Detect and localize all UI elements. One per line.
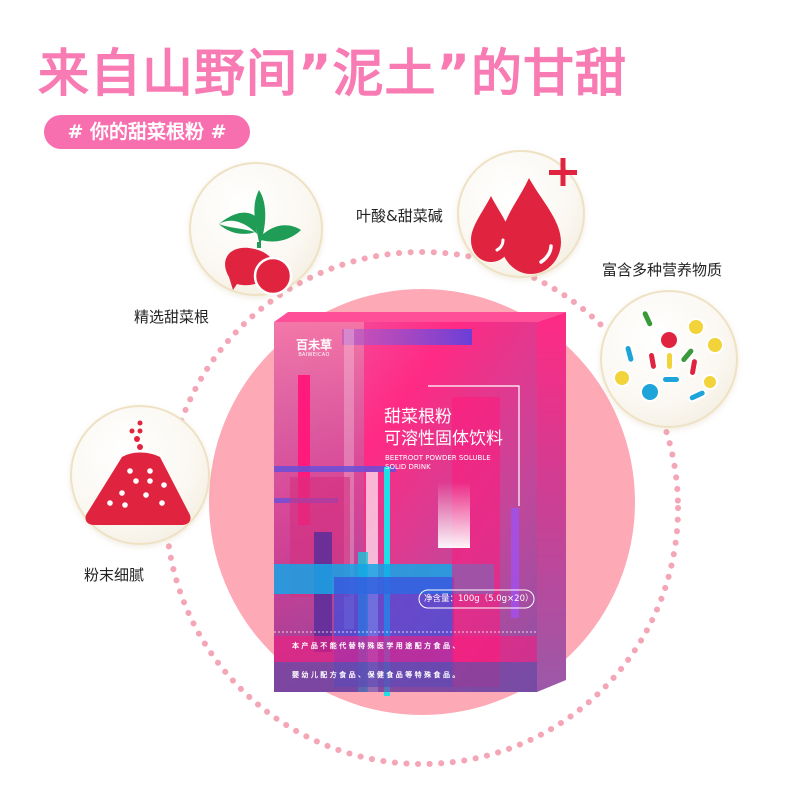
disclaimer-line2: 婴 幼 儿 配 方 食 品 、 保 健 食 品 等 特 殊 食 品 。 xyxy=(292,671,460,679)
nutrients-icon xyxy=(613,309,724,403)
product-name-en: BEETROOT POWDER SOLUBLE SOLID DRINK xyxy=(385,454,491,472)
feature-nutrients-bubble xyxy=(600,290,738,428)
product-name-line2: 可溶性固体饮料 xyxy=(384,429,503,449)
product-name-line1: 甜菜根粉 xyxy=(384,407,452,427)
feature-powder-bubble xyxy=(70,405,210,545)
brand-name-cn: 百未草 xyxy=(295,338,332,352)
blood-drops-icon xyxy=(471,158,577,274)
feature-folate-bubble xyxy=(457,150,585,278)
powder-icon xyxy=(85,420,191,525)
brand-name-en: BAIWEICAO xyxy=(298,352,330,358)
feature-folate-label: 叶酸&甜菜碱 xyxy=(356,207,443,225)
feature-powder-label: 粉末细腻 xyxy=(84,566,145,584)
hashtag-badge: # 你的甜菜根粉 # xyxy=(44,115,250,149)
product-name-en-line2: SOLID DRINK xyxy=(385,463,431,471)
page-title: 来自山野间”泥土”的甘甜 xyxy=(38,45,628,104)
feature-beetroot-label: 精选甜菜根 xyxy=(134,308,210,326)
product-name-cn: 甜菜根粉 可溶性固体饮料 xyxy=(384,406,503,450)
beetroot-icon xyxy=(219,190,301,296)
product-box: 百未草 BAIWEICAO 甜菜根粉 可溶性固体饮料 BEETROOT POWD… xyxy=(274,312,566,696)
feature-nutrients-label: 富含多种营养物质 xyxy=(602,261,723,279)
net-content: 净含量：100g（5.0g×20） xyxy=(424,594,534,604)
brand-logo: 百未草 BAIWEICAO xyxy=(284,338,344,359)
disclaimer-line1: 本 产 品 不 能 代 替 特 殊 医 学 用 途 配 方 食 品 、 xyxy=(292,642,460,650)
product-box-art xyxy=(274,312,566,696)
product-name-en-line1: BEETROOT POWDER SOLUBLE xyxy=(385,454,491,462)
feature-beetroot-bubble xyxy=(189,162,323,296)
